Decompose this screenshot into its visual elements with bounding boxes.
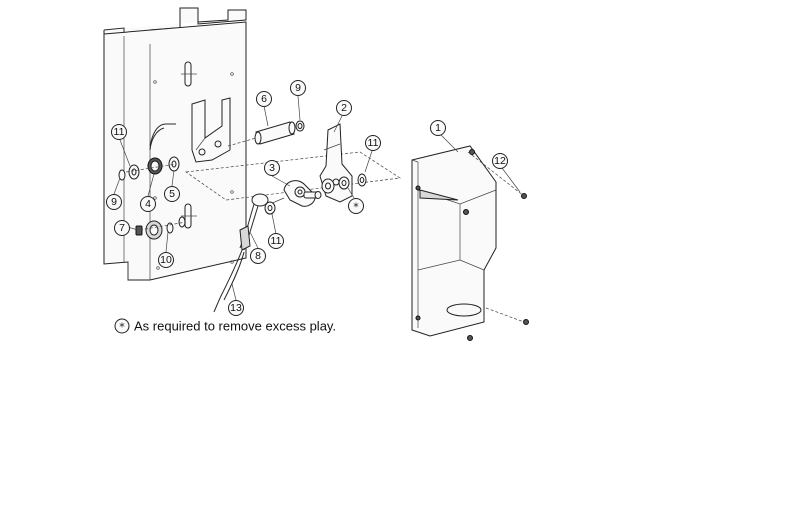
callout-4: 4 [140, 196, 156, 212]
cover-screws [415, 149, 529, 341]
svg-text:*: * [353, 201, 359, 214]
svg-text:4: 4 [145, 198, 151, 210]
footnote-text: As required to remove excess play. [134, 319, 336, 334]
svg-text:2: 2 [341, 102, 347, 114]
cover [411, 145, 497, 337]
svg-text:9: 9 [111, 196, 117, 208]
callout-6: 6 [256, 91, 272, 107]
callout-2: 2 [336, 100, 352, 116]
callout-11-left: 11 [111, 124, 127, 140]
alignment-lines [185, 151, 401, 201]
footnote: * As required to remove excess play. [114, 318, 336, 334]
footnote-symbol: * [119, 321, 125, 334]
callout-11-right: 11 [365, 135, 381, 151]
mounting-plate [103, 7, 247, 281]
callout-3: 3 [264, 160, 280, 176]
leader-lines [113, 95, 521, 301]
callout-1: 1 [430, 120, 446, 136]
callout-8: 8 [250, 248, 266, 264]
svg-text:9: 9 [295, 82, 301, 94]
svg-text:11: 11 [114, 126, 125, 138]
svg-text:12: 12 [494, 155, 506, 167]
svg-text:5: 5 [169, 188, 175, 200]
callout-9-top: 9 [290, 80, 306, 96]
svg-text:11: 11 [271, 235, 282, 247]
callout-12: 12 [492, 153, 508, 169]
callout-11-lower: 11 [268, 233, 284, 249]
svg-text:7: 7 [119, 222, 125, 234]
pivot-pin [254, 120, 305, 145]
star-marker: * [348, 198, 364, 214]
latch-plate [269, 180, 322, 207]
svg-text:8: 8 [255, 250, 261, 262]
right-hardware [264, 173, 367, 215]
release-cable [213, 193, 269, 313]
spring-wire [149, 123, 176, 147]
svg-text:1: 1 [435, 122, 441, 134]
callout-13: 13 [228, 300, 244, 316]
callout-5: 5 [164, 186, 180, 202]
svg-text:3: 3 [269, 162, 275, 174]
callout-10: 10 [158, 252, 174, 268]
callout-7: 7 [114, 220, 130, 236]
svg-text:10: 10 [160, 254, 172, 266]
svg-text:13: 13 [230, 302, 242, 314]
plate-bracket [191, 97, 231, 163]
callout-9-left: 9 [106, 194, 122, 210]
svg-text:11: 11 [368, 137, 379, 149]
left-hardware [118, 156, 186, 240]
svg-text:6: 6 [261, 93, 267, 105]
